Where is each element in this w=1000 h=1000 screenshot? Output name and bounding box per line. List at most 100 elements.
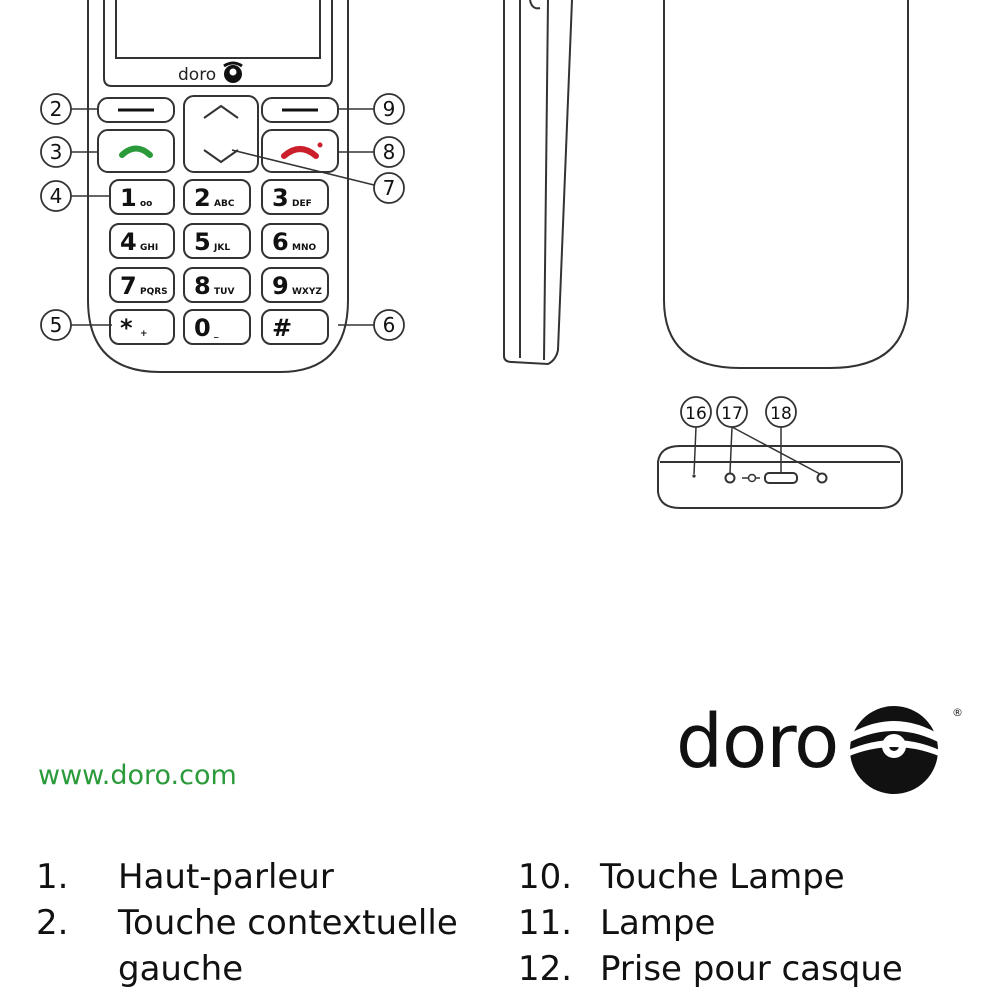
keypad-key-digit: 1	[120, 184, 137, 212]
keypad-key-digit: 5	[194, 228, 211, 256]
callout-number: 2	[50, 97, 63, 121]
list-item-text: Lampe	[600, 903, 716, 943]
callout-marker: 7	[373, 172, 405, 204]
doro-logo: doro ®	[676, 696, 966, 796]
keypad-key[interactable]: *+	[109, 309, 175, 345]
keypad-key-digit: 6	[272, 228, 289, 256]
keypad-key-letters: MNO	[292, 243, 316, 253]
callout-marker: 3	[40, 136, 72, 168]
doro-logo-icon	[840, 706, 948, 794]
left-soft-key[interactable]	[97, 97, 175, 123]
logo-wordmark: doro	[676, 699, 839, 785]
end-call-key[interactable]	[261, 129, 339, 173]
keypad-key-digit: *	[120, 314, 133, 342]
keypad-key[interactable]: 0_	[183, 309, 251, 345]
keypad-key-digit: #	[272, 314, 292, 342]
list-item: 12. Prise pour casque	[518, 946, 988, 992]
callout-number: 16	[685, 404, 707, 424]
parts-list-right: 10. Touche Lampe 11. Lampe 12. Prise pou…	[518, 854, 988, 992]
usb-port-icon	[764, 472, 798, 484]
keypad-key-letters: TUV	[214, 287, 234, 297]
keypad-key-letters: WXYZ	[292, 287, 322, 297]
parts-list-left: 1. Haut-parleur 2. Touche contextuelle g…	[36, 854, 506, 992]
list-item-text: Prise pour casque	[600, 949, 903, 989]
lanyard-hole-icon	[816, 472, 828, 484]
registered-mark: ®	[952, 706, 963, 719]
keypad-key-letters: GHI	[140, 243, 158, 253]
keypad-key-digit: 4	[120, 228, 137, 256]
callout-marker: 2	[40, 93, 72, 125]
keypad-key-digit: 9	[272, 272, 289, 300]
callout-marker: 16	[680, 396, 712, 428]
callout-circle	[373, 136, 405, 168]
callout-number: 3	[50, 140, 63, 164]
keypad-key-letters: _	[214, 329, 219, 339]
keypad-key-outline	[261, 223, 329, 259]
call-handset-icon	[119, 145, 153, 158]
list-item-number: 11.	[518, 903, 573, 943]
callout-marker: 6	[373, 309, 405, 341]
keypad-key-outline	[183, 223, 251, 259]
brand-small-text: doro	[178, 65, 216, 85]
list-item: 2. Touche contextuelle gauche	[36, 900, 506, 992]
keypad-key-digit: 8	[194, 272, 211, 300]
callout-circle	[373, 93, 405, 125]
keypad-key-letters: DEF	[292, 199, 312, 209]
list-item-text: Haut-parleur	[118, 857, 334, 897]
callout-marker: 18	[765, 396, 797, 428]
keypad-key-outline	[183, 179, 251, 215]
list-item: 11. Lampe	[518, 900, 988, 946]
callout-marker: 17	[716, 396, 748, 428]
phone-back-view	[663, 0, 909, 369]
callout-number: 9	[383, 97, 396, 121]
keypad-key-letters: oo	[140, 199, 152, 209]
screen	[115, 0, 321, 59]
doro-mini-logo-icon	[223, 61, 243, 83]
charging-symbol-icon	[742, 473, 760, 483]
list-item-number: 2.	[36, 903, 69, 943]
keypad-key-outline	[109, 309, 175, 345]
keypad-key-letters: +	[140, 329, 148, 339]
keypad-key-digit: 2	[194, 184, 211, 212]
headset-jack-icon	[724, 472, 736, 484]
list-item-number: 12.	[518, 949, 573, 989]
navigation-pad[interactable]	[183, 95, 259, 173]
keypad-key-outline	[109, 267, 175, 303]
nav-up-icon	[203, 104, 239, 119]
keypad-key-outline	[261, 267, 329, 303]
list-item-number: 1.	[36, 857, 69, 897]
callout-marker: 8	[373, 136, 405, 168]
list-item: 10. Touche Lampe	[518, 854, 988, 900]
phone-front-body	[87, 0, 349, 373]
bottom-callout-lines	[693, 426, 821, 475]
keypad-key-outline	[261, 309, 329, 345]
screen-bezel	[103, 0, 333, 87]
keypad-key-outline	[109, 223, 175, 259]
keypad-key-digit: 3	[272, 184, 289, 212]
callout-marker: 4	[40, 180, 72, 212]
callout-circle	[40, 136, 72, 168]
keypad-key-digit: 0	[194, 314, 211, 342]
callout-number: 4	[50, 184, 63, 208]
nav-down-icon	[203, 149, 239, 164]
list-item-number: 10.	[518, 857, 573, 897]
call-key[interactable]	[97, 129, 175, 173]
website-link[interactable]: www.doro.com	[38, 760, 237, 791]
right-soft-key[interactable]	[261, 97, 339, 123]
keypad-key[interactable]: #	[261, 309, 329, 345]
keypad-key-outline	[183, 309, 251, 345]
callout-marker: 5	[40, 309, 72, 341]
end-key-dot	[317, 142, 323, 148]
list-item-text: Touche Lampe	[600, 857, 845, 897]
